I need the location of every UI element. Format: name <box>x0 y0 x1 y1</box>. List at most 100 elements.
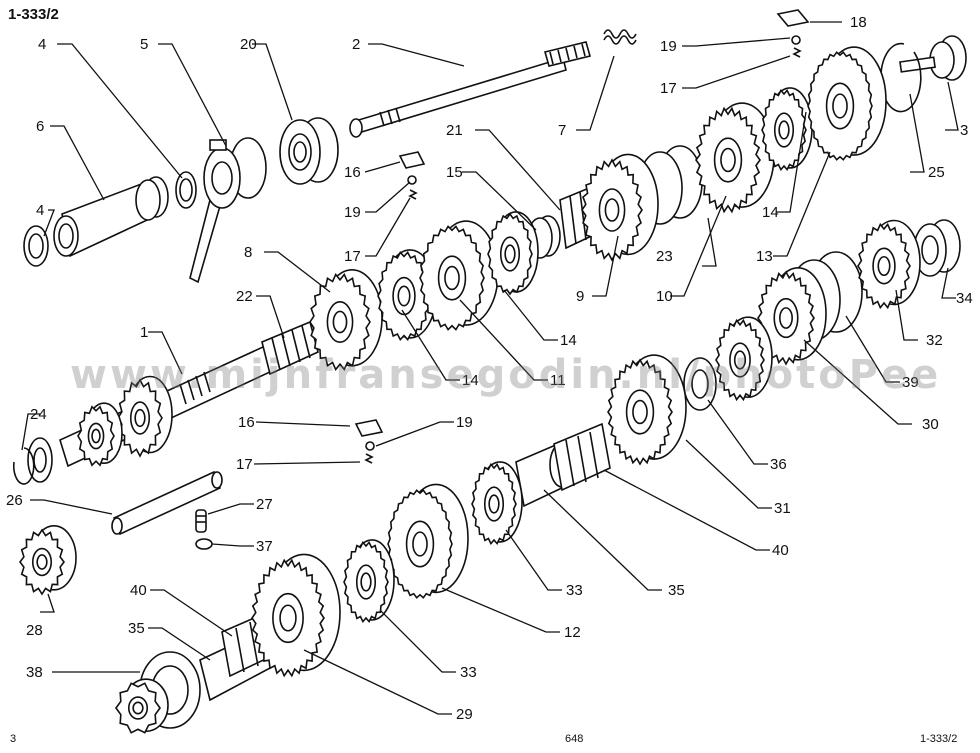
key-16-mid <box>398 151 426 169</box>
callout-24: 24 <box>30 406 47 423</box>
callout-17a: 17 <box>660 80 677 97</box>
spring-7 <box>603 29 637 45</box>
synchro-13 <box>807 46 887 161</box>
main-shaft-2 <box>349 41 591 138</box>
callout-40b: 40 <box>130 582 147 599</box>
callout-19c: 19 <box>456 414 473 431</box>
needle-bearing-22 <box>261 320 319 376</box>
gear-10 <box>695 102 775 214</box>
callout-16b: 16 <box>238 414 255 431</box>
callout-33b: 33 <box>460 664 477 681</box>
synchro-12 <box>387 483 469 599</box>
synchro-ring-14-top <box>761 87 813 172</box>
gear-39 <box>757 266 827 366</box>
footer-right: 1-333/2 <box>920 733 958 745</box>
callout-35a: 35 <box>668 582 685 599</box>
fork-sleeve-5 <box>189 137 267 284</box>
callout-4b: 4 <box>36 202 44 219</box>
callout-22: 22 <box>236 288 253 305</box>
leader-lines <box>21 21 959 715</box>
cap-3 <box>899 35 967 81</box>
callout-8: 8 <box>244 244 252 261</box>
synchro-ring-33b <box>343 539 395 624</box>
nut-37 <box>195 538 213 550</box>
callout-12: 12 <box>564 624 581 641</box>
key-18 <box>776 9 810 27</box>
gear-29 <box>251 553 341 678</box>
parts-layer <box>12 9 967 729</box>
callout-1: 1 <box>140 324 148 341</box>
gear-8 <box>309 268 383 372</box>
ball-19-low <box>365 441 375 451</box>
callout-30: 30 <box>922 416 939 433</box>
spring-17-mid <box>408 189 418 200</box>
callout-26: 26 <box>6 492 23 509</box>
callout-29: 29 <box>456 706 473 723</box>
callout-20: 20 <box>240 36 257 53</box>
callout-28: 28 <box>26 622 43 639</box>
callout-25: 25 <box>928 164 945 181</box>
gear-input-1b <box>77 402 123 467</box>
callout-39: 39 <box>902 374 919 391</box>
pin-26 <box>111 470 223 536</box>
needle-bearing-40 <box>553 422 611 492</box>
callout-35b: 35 <box>128 620 145 637</box>
callout-2: 2 <box>352 36 360 53</box>
circlip-25 <box>880 42 922 113</box>
gear-input-1a <box>117 375 173 458</box>
gear-32 <box>857 219 921 310</box>
figure-code: 1-333/2 <box>8 6 59 23</box>
synchro-11 <box>419 220 499 331</box>
footer-left: 3 <box>10 733 17 745</box>
bearing-34 <box>913 219 961 277</box>
synchro-ring-33a <box>471 461 523 546</box>
bearing-20 <box>279 117 339 185</box>
ball-19-top <box>791 35 801 45</box>
callout-40a: 40 <box>772 542 789 559</box>
needle-cage-24 <box>12 437 53 485</box>
footer-center: 648 <box>565 733 584 745</box>
callout-38: 38 <box>26 664 43 681</box>
washer-4a <box>175 171 197 209</box>
callout-15: 15 <box>446 164 463 181</box>
callout-16a: 16 <box>344 164 361 181</box>
callout-14a: 14 <box>762 204 779 221</box>
callout-23: 23 <box>656 248 673 265</box>
pinion-38 <box>115 678 169 734</box>
callout-5: 5 <box>140 36 148 53</box>
callout-3: 3 <box>960 122 968 139</box>
gear-28 <box>19 524 77 596</box>
callout-10: 10 <box>656 288 673 305</box>
key-16-low <box>354 419 384 437</box>
callout-34: 34 <box>956 290 973 307</box>
callout-14c: 14 <box>462 372 479 389</box>
spring-17-top <box>792 47 802 58</box>
synchro-ring-14 <box>487 211 539 296</box>
screw-27 <box>195 509 207 533</box>
gear-31 <box>607 354 687 466</box>
callout-6: 6 <box>36 118 44 135</box>
callout-13: 13 <box>756 248 773 265</box>
callout-32: 32 <box>926 332 943 349</box>
callout-33a: 33 <box>566 582 583 599</box>
shim-36 <box>683 357 717 411</box>
washer-4b <box>23 225 49 267</box>
gear-9 <box>581 153 659 262</box>
callout-17c: 17 <box>236 456 253 473</box>
callout-7: 7 <box>558 122 566 139</box>
callout-17b: 17 <box>344 248 361 265</box>
callout-14b: 14 <box>560 332 577 349</box>
callout-36: 36 <box>770 456 787 473</box>
callout-4a: 4 <box>38 36 46 53</box>
callout-31: 31 <box>774 500 791 517</box>
callout-21: 21 <box>446 122 463 139</box>
callout-37: 37 <box>256 538 273 555</box>
callout-19b: 19 <box>344 204 361 221</box>
callout-11: 11 <box>550 372 566 389</box>
callout-19a: 19 <box>660 38 677 55</box>
callout-labels: 4 5 20 2 6 4 7 18 19 17 3 25 21 15 16 19… <box>6 14 973 723</box>
spring-17-low <box>364 453 374 464</box>
callout-18: 18 <box>850 14 867 31</box>
